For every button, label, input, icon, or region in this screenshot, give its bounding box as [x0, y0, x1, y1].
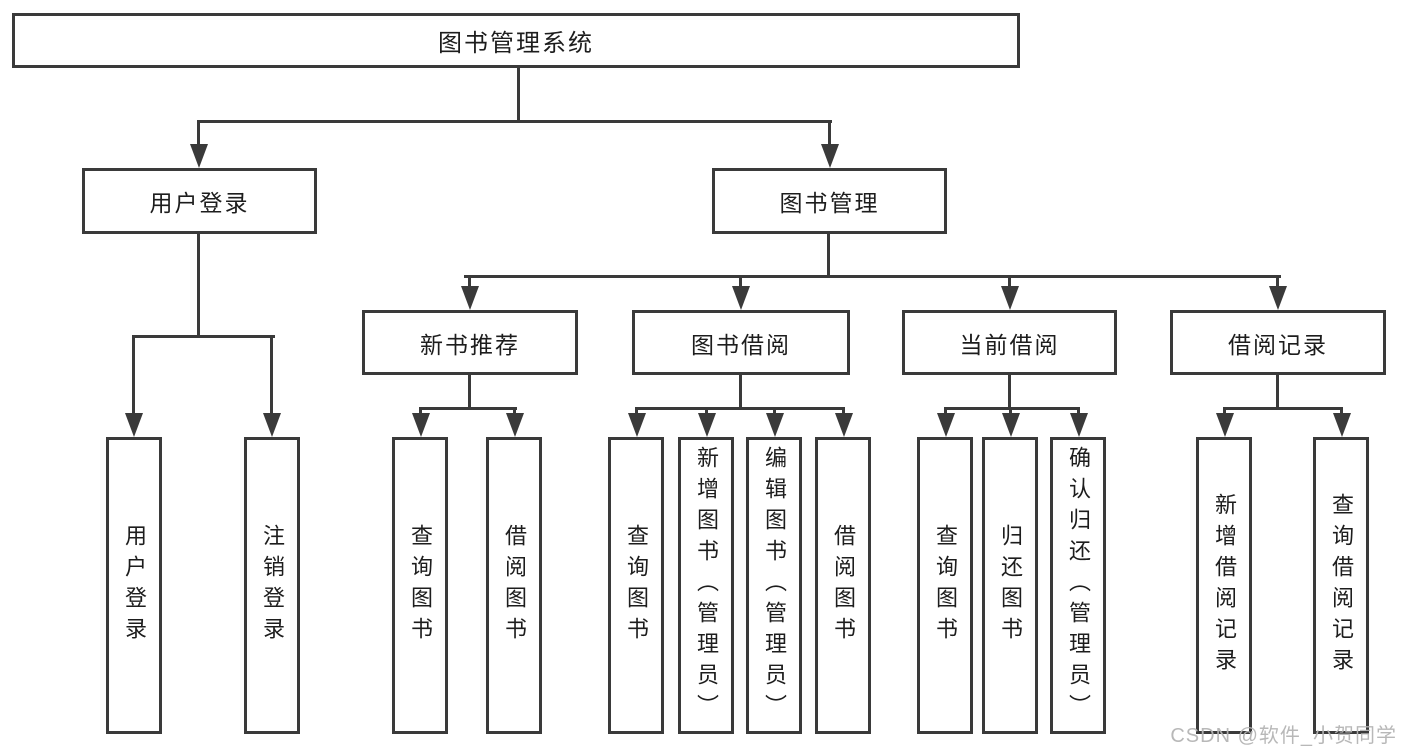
- csdn-watermark: CSDN @软件_小贺同学: [1170, 725, 1397, 747]
- node-root-label: 图书管理系统: [438, 30, 594, 57]
- connector-bb-leaf4: [842, 407, 845, 417]
- leaf-borrow-add-book-admin-label: 新增图书（管理员）: [694, 446, 719, 725]
- arrowhead-book-mgmt: [821, 144, 839, 168]
- connector-book-borrow-stem: [739, 375, 742, 410]
- connector-to-borrow-records: [1276, 275, 1279, 290]
- node-book-mgmt: 图书管理: [712, 168, 947, 234]
- arrowhead-book-borrow: [732, 286, 750, 310]
- node-root-system: 图书管理系统: [12, 13, 1020, 68]
- connector-book-mgmt-split: [464, 275, 1281, 278]
- node-user-login: 用户登录: [82, 168, 317, 234]
- leaf-borrow-borrow-book-label: 借阅图书: [831, 523, 856, 648]
- connector-bb-leaf2: [705, 407, 708, 417]
- connector-user-login-stem: [197, 234, 200, 338]
- leaf-current-confirm-return-admin: 确认归还（管理员）: [1050, 437, 1106, 734]
- connector-to-current-borrow: [1008, 275, 1011, 290]
- connector-to-new-books: [468, 275, 471, 290]
- connector-borrow-records-split: [1223, 407, 1343, 410]
- connector-to-user-login: [197, 120, 200, 148]
- leaf-user-login-label: 用户登录: [122, 523, 147, 648]
- connector-br-leaf2: [1340, 407, 1343, 417]
- connector-cb-leaf2: [1009, 407, 1012, 417]
- connector-to-leaf-logout: [270, 335, 273, 416]
- arrowhead-borrow-records: [1269, 286, 1287, 310]
- node-borrow-records: 借阅记录: [1170, 310, 1386, 375]
- connector-nb-leaf1: [419, 407, 422, 417]
- connector-br-leaf1: [1223, 407, 1226, 417]
- arrowhead-new-books: [461, 286, 479, 310]
- leaf-newbooks-query-books-label: 查询图书: [408, 523, 433, 648]
- connector-to-book-borrow: [739, 275, 742, 290]
- arrowhead-nb-leaf1: [412, 413, 430, 437]
- arrowhead-leaf-user-login: [125, 413, 143, 437]
- leaf-logout: 注销登录: [244, 437, 300, 734]
- arrowhead-bb-leaf3: [766, 413, 784, 437]
- leaf-current-confirm-return-admin-label: 确认归还（管理员）: [1066, 446, 1091, 725]
- node-borrow-records-label: 借阅记录: [1228, 331, 1328, 358]
- arrowhead-bb-leaf2: [698, 413, 716, 437]
- connector-book-mgmt-stem: [827, 234, 830, 278]
- connector-root-stem: [517, 68, 520, 123]
- connector-bb-leaf3: [773, 407, 776, 417]
- leaf-current-query-books: 查询图书: [917, 437, 973, 734]
- arrowhead-br-leaf1: [1216, 413, 1234, 437]
- leaf-records-add-record-label: 新增借阅记录: [1212, 492, 1237, 679]
- connector-nb-leaf2: [513, 407, 516, 417]
- connector-to-leaf-user-login: [132, 335, 135, 416]
- connector-bb-leaf1: [635, 407, 638, 417]
- node-book-borrow: 图书借阅: [632, 310, 850, 375]
- arrowhead-current-borrow: [1001, 286, 1019, 310]
- leaf-logout-label: 注销登录: [260, 523, 285, 648]
- arrowhead-cb-leaf1: [937, 413, 955, 437]
- connector-new-books-stem: [468, 375, 471, 410]
- arrowhead-bb-leaf4: [835, 413, 853, 437]
- arrowhead-bb-leaf1: [628, 413, 646, 437]
- node-new-books-label: 新书推荐: [420, 331, 520, 358]
- arrowhead-nb-leaf2: [506, 413, 524, 437]
- leaf-current-query-books-label: 查询图书: [933, 523, 958, 648]
- arrowhead-cb-leaf2: [1002, 413, 1020, 437]
- connector-current-borrow-stem: [1008, 375, 1011, 410]
- leaf-records-query-record-label: 查询借阅记录: [1329, 492, 1354, 679]
- leaf-borrow-query-books: 查询图书: [608, 437, 664, 734]
- node-book-mgmt-label: 图书管理: [779, 190, 880, 216]
- connector-borrow-records-stem: [1276, 375, 1279, 410]
- connector-current-borrow-split: [944, 407, 1080, 410]
- leaf-borrow-borrow-book: 借阅图书: [815, 437, 871, 734]
- leaf-newbooks-query-books: 查询图书: [392, 437, 448, 734]
- arrowhead-br-leaf2: [1333, 413, 1351, 437]
- arrowhead-user-login: [190, 144, 208, 168]
- leaf-borrow-query-books-label: 查询图书: [624, 523, 649, 648]
- node-current-borrow: 当前借阅: [902, 310, 1117, 375]
- leaf-records-query-record: 查询借阅记录: [1313, 437, 1369, 734]
- leaf-borrow-edit-book-admin: 编辑图书（管理员）: [746, 437, 802, 734]
- connector-book-borrow-split: [635, 407, 845, 410]
- connector-to-book-mgmt: [828, 120, 831, 148]
- node-new-books: 新书推荐: [362, 310, 578, 375]
- node-user-login-label: 用户登录: [149, 190, 250, 216]
- connector-new-books-split: [419, 407, 517, 410]
- connector-user-login-split: [132, 335, 275, 338]
- connector-root-split: [197, 120, 832, 123]
- leaf-user-login: 用户登录: [106, 437, 162, 734]
- node-current-borrow-label: 当前借阅: [959, 331, 1060, 358]
- leaf-records-add-record: 新增借阅记录: [1196, 437, 1252, 734]
- leaf-borrow-edit-book-admin-label: 编辑图书（管理员）: [762, 446, 787, 725]
- leaf-current-return-book-label: 归还图书: [998, 523, 1023, 648]
- arrowhead-leaf-logout: [263, 413, 281, 437]
- leaf-borrow-add-book-admin: 新增图书（管理员）: [678, 437, 734, 734]
- leaf-current-return-book: 归还图书: [982, 437, 1038, 734]
- arrowhead-cb-leaf3: [1070, 413, 1088, 437]
- leaf-newbooks-borrow-book: 借阅图书: [486, 437, 542, 734]
- connector-cb-leaf1: [944, 407, 947, 417]
- connector-cb-leaf3: [1077, 407, 1080, 417]
- node-book-borrow-label: 图书借阅: [691, 331, 791, 358]
- leaf-newbooks-borrow-book-label: 借阅图书: [502, 523, 527, 648]
